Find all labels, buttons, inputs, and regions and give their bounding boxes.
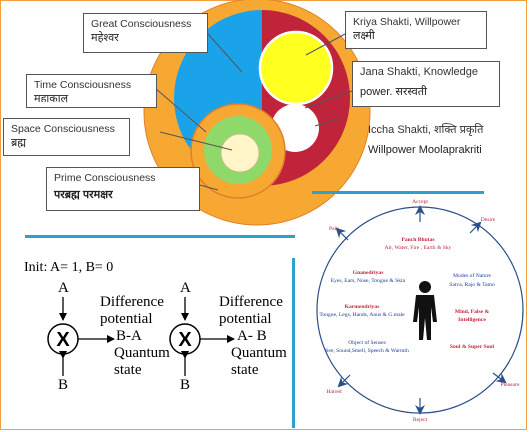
callout-kriya-shakti: Kriya Shakti, Willpower लक्ष्मी xyxy=(345,11,487,49)
senses-body: See, Sound,Smell, Speech & Warmth xyxy=(325,348,409,354)
mind-line1: Mind, False & xyxy=(455,309,490,315)
iccha-sub: Willpower Moolaprakriti xyxy=(368,143,482,156)
right-result: A- B xyxy=(237,328,267,344)
bhutas-title: Panch Bhutas xyxy=(401,237,435,243)
time-sub: महाकाल xyxy=(34,93,69,103)
left-input-a: A xyxy=(58,280,69,296)
callout-space-consciousness: Space Consciousness ब्रह्म xyxy=(3,118,130,156)
quantum-init: Init: A= 1, B= 0 xyxy=(24,260,114,275)
gnana-body: Eyes, Ears, Nose, Tongue & Skin xyxy=(331,278,406,284)
prime-title: Prime Consciousness xyxy=(54,172,156,184)
left-input-b: B xyxy=(58,377,69,393)
right-input-a: A xyxy=(180,280,191,296)
karma-body: Tongue, Legs, Hands, Anus & G.male xyxy=(319,312,405,318)
ring-pain: Pain xyxy=(329,226,339,232)
left-result: B-A xyxy=(116,328,142,344)
senses-title: Object of Senses xyxy=(348,339,386,346)
modes-title: Modes of Nature xyxy=(453,272,491,279)
callout-great-consciousness: Great Consciousness महेश्वर xyxy=(83,13,208,53)
karma-title: Karmendriyas xyxy=(345,304,381,310)
ring-accept: Accept xyxy=(412,199,428,205)
space-title: Space Consciousness xyxy=(11,123,115,135)
left-label-block: Difference potential B-A Quantum state xyxy=(100,294,170,379)
wheel-labels: Accept Desire Pain Pleasure Hatred Rejec… xyxy=(319,199,520,423)
wheel-arrows xyxy=(335,205,507,415)
jana-sub: power. सरस्वती xyxy=(360,85,427,98)
human-figure xyxy=(413,281,437,340)
multiply-symbol-left: X xyxy=(56,329,70,351)
right-line4: Quantum xyxy=(231,345,287,361)
left-line2: potential xyxy=(100,311,153,327)
kriya-shakti-circle xyxy=(258,30,334,106)
quantum-right xyxy=(169,297,235,376)
right-input-b: B xyxy=(180,377,191,393)
callout-time-consciousness: Time Consciousness महाकाल xyxy=(26,74,157,108)
bhutas-body: Air, Water, Fire , Earth & Sky xyxy=(385,245,452,251)
jana-title: Jana Shakti, Knowledge xyxy=(360,66,479,78)
divider-right xyxy=(312,191,484,194)
callout-prime-consciousness: Prime Consciousness परब्रह्म परमक्षर xyxy=(46,167,200,211)
mind-line2: Intelligence xyxy=(458,317,486,323)
quantum-left xyxy=(47,297,115,376)
right-line2: potential xyxy=(219,311,272,327)
right-label-block: Difference potential A- B Quantum state xyxy=(219,294,287,379)
callout-iccha-shakti: Iccha Shakti, शक्ति प्रकृति Willpower Mo… xyxy=(361,120,507,166)
left-line5: state xyxy=(114,362,142,378)
iccha-title: Iccha Shakti, शक्ति प्रकृति xyxy=(368,124,484,136)
right-line1: Difference xyxy=(219,294,283,310)
inner-core-circle xyxy=(220,133,260,173)
prime-sub: परब्रह्म परमक्षर xyxy=(54,189,113,202)
soul-label: Soul & Super Soul xyxy=(450,344,495,350)
callout-jana-shakti: Jana Shakti, Knowledge power. सरस्वती xyxy=(352,61,500,107)
multiply-node-right xyxy=(169,323,201,355)
left-line4: Quantum xyxy=(114,345,170,361)
great-title: Great Consciousness xyxy=(91,18,192,30)
divider-vertical xyxy=(292,258,295,428)
multiply-symbol-right: X xyxy=(178,329,192,351)
modes-body: Satva, Rajo & Tamo xyxy=(449,282,495,288)
right-line5: state xyxy=(231,362,259,378)
great-sub: महेश्वर xyxy=(91,32,119,45)
space-sub: ब्रह्म xyxy=(11,137,27,150)
multiply-node-left xyxy=(47,323,79,355)
kriya-sub: लक्ष्मी xyxy=(353,30,375,43)
time-title: Time Consciousness xyxy=(34,79,132,91)
divider-left xyxy=(25,235,295,238)
kriya-title: Kriya Shakti, Willpower xyxy=(353,16,461,28)
ring-desire: Desire xyxy=(481,217,496,223)
ring-reject: Reject xyxy=(413,417,428,423)
callout-lines xyxy=(154,33,353,191)
gnana-title: Gnanedriyas xyxy=(353,270,385,276)
ring-hatred: Hatred xyxy=(326,389,341,395)
ring-pleasure: Pleasure xyxy=(501,382,520,388)
left-line1: Difference xyxy=(100,294,164,310)
